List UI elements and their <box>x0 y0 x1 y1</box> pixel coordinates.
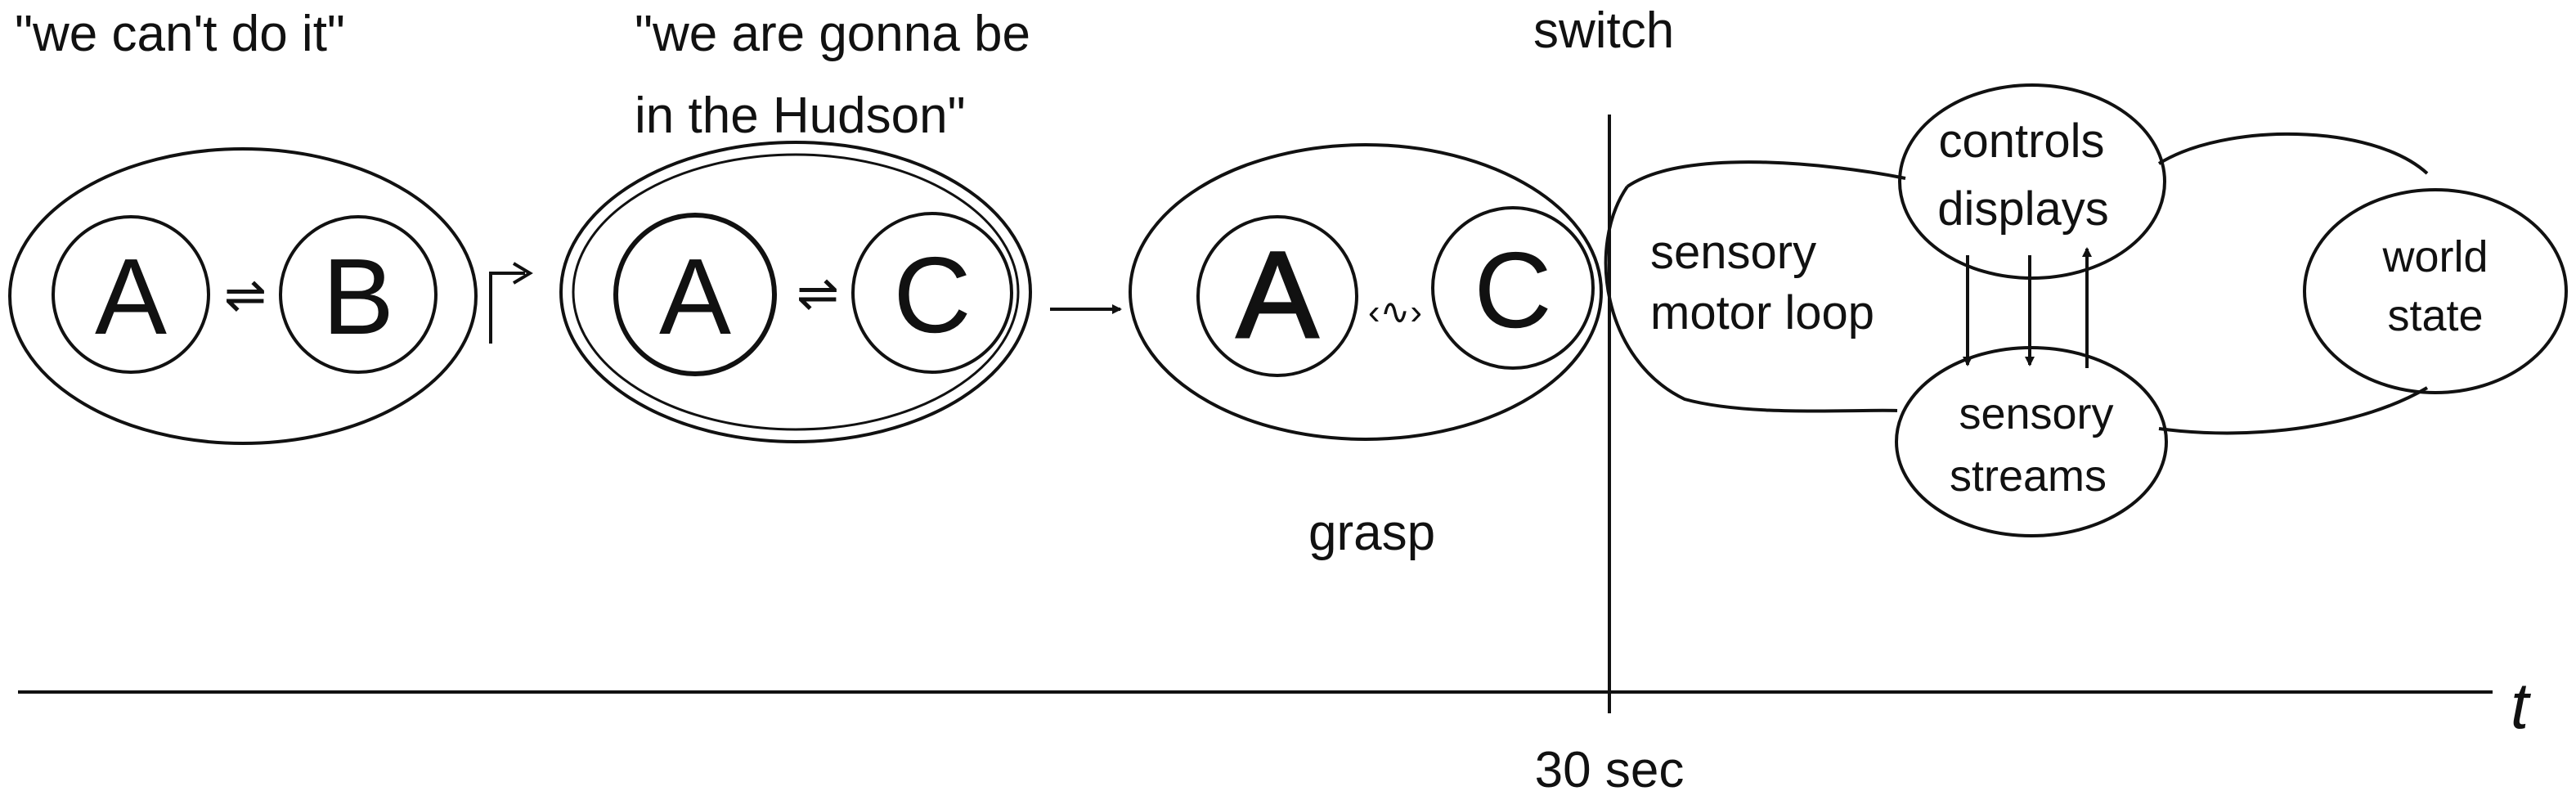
world-state-ellipse <box>2303 188 2568 394</box>
stage2-outer-ellipse-inner <box>572 153 1020 431</box>
stage3-letter-a: A <box>1236 226 1318 363</box>
stage2-quote-line2: in the Hudson" <box>635 88 966 144</box>
controls-displays-ellipse <box>1898 83 2166 280</box>
stage3-outer-ellipse <box>1129 143 1603 441</box>
stage1-letter-b: B <box>322 236 394 357</box>
switch-label: switch <box>1533 2 1674 59</box>
stage1-circle-left <box>52 215 210 374</box>
stage2-letter-a: A <box>659 236 731 357</box>
stage3-circle-right <box>1431 206 1595 370</box>
world-loop-blob <box>2157 132 2429 435</box>
stage1-outer-ellipse <box>8 147 478 445</box>
sensory-motor-loop-line1: sensory <box>1650 226 1816 279</box>
sensory-streams-line2: streams <box>1950 452 2107 501</box>
stage1-circle-right <box>279 215 438 374</box>
stage2-circle-left <box>613 213 777 376</box>
controls-displays-line1: controls <box>1938 115 2104 168</box>
sensory-motor-loop-blob <box>1604 160 1906 413</box>
stage2-circle-right <box>851 212 1013 374</box>
world-state-line1: world <box>2381 232 2488 281</box>
sensory-motor-loop-line2: motor loop <box>1650 286 1874 339</box>
stage1-equilibrium-arrows: ⇌ <box>224 267 267 324</box>
stage2-letter-c: C <box>893 235 971 355</box>
stage2-equilibrium-arrows: ⇌ <box>797 266 839 322</box>
world-state-line2: state <box>2387 291 2483 340</box>
stage3-caption-grasp: grasp <box>1308 505 1435 561</box>
stage2-outer-ellipse <box>559 141 1032 443</box>
sensory-streams-ellipse <box>1895 346 2168 537</box>
stage3-circle-left <box>1196 215 1358 377</box>
stage3-letter-c: C <box>1474 230 1551 350</box>
stage1-letter-a: A <box>95 236 167 357</box>
stage3-wavy-connector: ‹∿› <box>1368 292 1422 332</box>
switch-time-label: 30 sec <box>1535 742 1685 798</box>
stage2-quote-line1: "we are gonna be <box>635 6 1030 62</box>
time-axis-label: t <box>2511 669 2531 742</box>
sensory-streams-line1: sensory <box>1959 389 2113 438</box>
controls-displays-line2: displays <box>1937 182 2109 236</box>
stage1-quote: "we can't do it" <box>15 6 345 62</box>
transition-arrow-up-right <box>489 262 533 344</box>
